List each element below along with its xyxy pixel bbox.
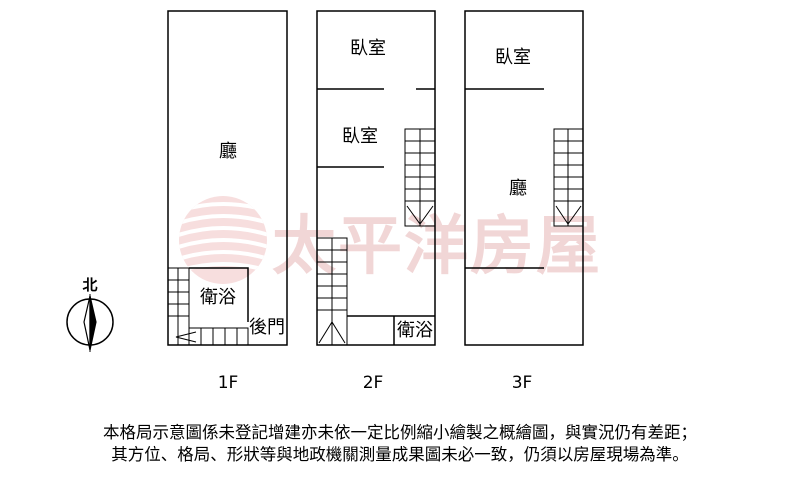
- room-1f-bathroom: 衛浴: [200, 287, 236, 308]
- floor-2f: 臥室 臥室 衛浴 2F: [316, 10, 436, 393]
- watermark: 太平洋房屋: [179, 196, 602, 284]
- room-2f-bedroom-b: 臥室: [342, 126, 378, 147]
- stairs-2f-upper: [404, 128, 436, 227]
- watermark-logo-icon: [179, 196, 267, 284]
- floor-2f-label: 2F: [363, 373, 384, 393]
- disclaimer-line-2: 其方位、格局、形狀等與地政機關測量成果圖未必一致，仍須以房屋現場為準。: [111, 445, 689, 464]
- watermark-text: 太平洋房屋: [272, 209, 602, 284]
- room-1f-living: 廳: [219, 141, 237, 162]
- north-arrow-icon: [66, 294, 114, 352]
- disclaimer-line-1: 本格局示意圖係未登記增建亦未依一定比例縮小繪製之概繪圖，與實況仍有差距；: [103, 423, 697, 442]
- stairs-1f: [167, 267, 249, 346]
- compass: 北: [66, 276, 114, 352]
- bathroom-1f-wall: [189, 267, 249, 322]
- stairs-2f-lower: [316, 237, 348, 346]
- floor-1f: 廳 衛浴 後門 1F: [167, 10, 288, 393]
- floor-3f-label: 3F: [512, 373, 533, 393]
- room-2f-bathroom: 衛浴: [397, 320, 433, 341]
- stairs-3f: [553, 128, 584, 227]
- floor-plan: 太平洋房屋 北 廳 衛浴: [66, 10, 602, 393]
- room-3f-living: 廳: [509, 178, 527, 199]
- room-1f-back-door: 後門: [249, 317, 285, 338]
- floor-2f-outline: [316, 10, 436, 346]
- room-3f-bedroom: 臥室: [495, 47, 531, 68]
- floor-3f: 臥室 廳 3F: [464, 10, 584, 393]
- floor-1f-label: 1F: [218, 373, 239, 393]
- compass-north-label: 北: [82, 276, 97, 294]
- room-2f-bedroom-a: 臥室: [350, 38, 386, 59]
